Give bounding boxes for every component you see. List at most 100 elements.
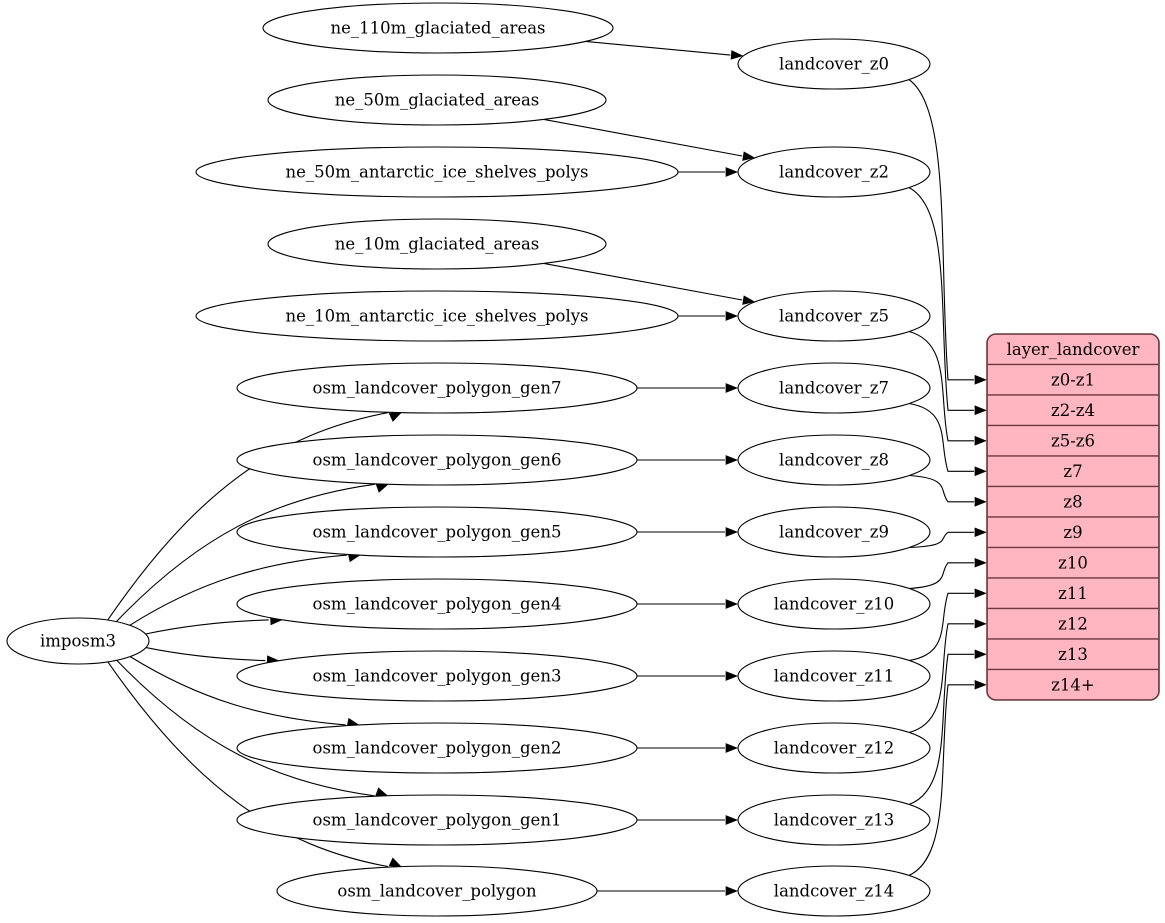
node-label: landcover_z0 <box>779 55 889 74</box>
node-ellipse <box>737 290 931 342</box>
natural-earth-node[interactable]: ne_50m_antarctic_ice_shelves_polys <box>195 146 679 198</box>
node-ellipse <box>737 722 931 774</box>
edge-source-to-landcover <box>637 743 738 753</box>
edge-path <box>908 187 974 411</box>
natural-earth-node[interactable]: ne_10m_antarctic_ice_shelves_polys <box>195 290 679 342</box>
edge-arrowhead <box>974 649 987 660</box>
edge-path <box>107 661 389 868</box>
node-label: osm_landcover_polygon <box>337 882 537 901</box>
node-ellipse <box>236 362 638 414</box>
landcover-node[interactable]: landcover_z10 <box>737 578 931 630</box>
node-ellipse <box>236 722 638 774</box>
edge-arrowhead <box>725 671 738 681</box>
node-ellipse <box>737 146 931 198</box>
table-outline <box>986 333 1160 701</box>
table-row[interactable] <box>987 363 1159 396</box>
natural-earth-node[interactable]: ne_10m_glaciated_areas <box>267 218 607 270</box>
osm-source-node[interactable]: osm_landcover_polygon_gen4 <box>236 578 638 630</box>
osm-source-node[interactable]: osm_landcover_polygon_gen1 <box>236 794 638 846</box>
table-row-label: z14+ <box>1051 675 1095 694</box>
landcover-node[interactable]: landcover_z13 <box>737 794 931 846</box>
node-ellipse <box>737 794 931 846</box>
node-ellipse <box>262 2 614 54</box>
edge-path <box>908 79 974 381</box>
osm-source-node[interactable]: osm_landcover_polygon_gen5 <box>236 506 638 558</box>
landcover-node[interactable]: landcover_z14 <box>737 865 931 917</box>
node-ellipse <box>195 290 679 342</box>
natural-earth-node[interactable]: ne_50m_glaciated_areas <box>267 74 607 126</box>
landcover-node[interactable]: landcover_z7 <box>737 362 931 414</box>
edge-imposm3-to-source <box>107 661 402 868</box>
node-label: landcover_z10 <box>774 595 894 614</box>
edge-arrowhead <box>725 599 738 609</box>
edge-source-to-landcover <box>597 886 738 896</box>
edge-path <box>585 40 731 56</box>
osm-source-node[interactable]: osm_landcover_polygon_gen3 <box>236 650 638 702</box>
landcover-node[interactable]: landcover_z0 <box>737 38 931 90</box>
edge-source-to-landcover <box>678 311 738 321</box>
source-node[interactable]: imposm3 <box>6 617 150 665</box>
node-label: ne_10m_glaciated_areas <box>335 235 540 254</box>
edge-path <box>908 474 974 503</box>
edge-to-table-row <box>908 79 987 385</box>
edge-to-table-row <box>908 187 987 416</box>
table-row[interactable] <box>987 424 1159 457</box>
node-label: landcover_z5 <box>779 307 889 326</box>
table-row[interactable] <box>987 607 1159 640</box>
natural-earth-node[interactable]: ne_110m_glaciated_areas <box>262 2 614 54</box>
node-label: osm_landcover_polygon_gen3 <box>313 667 562 686</box>
edge-source-to-landcover <box>637 599 738 609</box>
table-row[interactable] <box>987 668 1159 701</box>
node-ellipse <box>276 865 598 917</box>
table-row-label: z9 <box>1063 523 1082 542</box>
node-label: ne_110m_glaciated_areas <box>330 19 545 38</box>
landcover-node[interactable]: landcover_z9 <box>737 506 931 558</box>
osm-source-node[interactable]: osm_landcover_polygon_gen2 <box>236 722 638 774</box>
edge-path <box>543 118 743 157</box>
node-label: osm_landcover_polygon_gen5 <box>313 523 562 542</box>
osm-source-node[interactable]: osm_landcover_polygon <box>276 865 598 917</box>
osm-source-node[interactable]: osm_landcover_polygon_gen6 <box>236 434 638 486</box>
table-row-label: z5-z6 <box>1051 431 1095 450</box>
node-label: landcover_z11 <box>774 667 894 686</box>
node-ellipse <box>6 617 150 665</box>
edge-path <box>116 659 375 797</box>
landcover-node[interactable]: landcover_z5 <box>737 290 931 342</box>
node-ellipse <box>236 578 638 630</box>
edge-arrowhead <box>730 50 744 60</box>
edge-arrowhead <box>725 311 738 321</box>
node-ellipse <box>737 362 931 414</box>
node-label: osm_landcover_polygon_gen2 <box>313 739 562 758</box>
edge-to-table-row <box>908 679 987 877</box>
edge-path <box>145 647 266 662</box>
edge-arrowhead <box>742 295 756 305</box>
table-header[interactable] <box>987 334 1159 366</box>
layer-landcover-table: layer_landcoverz0-z1z2-z4z5-z6z7z8z9z10z… <box>986 333 1160 701</box>
edge-arrowhead <box>974 679 987 690</box>
edge-path <box>543 262 743 301</box>
edge-source-to-landcover <box>637 455 738 465</box>
edge-source-to-landcover <box>637 527 738 537</box>
landcover-node[interactable]: landcover_z12 <box>737 722 931 774</box>
edge-path <box>908 653 974 806</box>
edge-path <box>129 554 347 626</box>
node-ellipse <box>737 650 931 702</box>
node-ellipse <box>737 506 931 558</box>
landcover-node[interactable]: landcover_z8 <box>737 434 931 486</box>
edge-path <box>908 623 974 734</box>
osm-source-node[interactable]: osm_landcover_polygon_gen7 <box>236 362 638 414</box>
edge-arrowhead <box>974 405 987 416</box>
edge-arrowhead <box>742 151 756 161</box>
node-label: osm_landcover_polygon_gen1 <box>313 811 562 830</box>
landcover-node[interactable]: landcover_z2 <box>737 146 931 198</box>
table-row-label: z13 <box>1058 645 1088 664</box>
node-ellipse <box>236 794 638 846</box>
node-label: landcover_z7 <box>779 379 889 398</box>
node-ellipse <box>737 578 931 630</box>
edge-path <box>145 619 269 635</box>
landcover-node[interactable]: landcover_z11 <box>737 650 931 702</box>
edge-arrowhead <box>388 857 402 868</box>
node-ellipse <box>236 650 638 702</box>
